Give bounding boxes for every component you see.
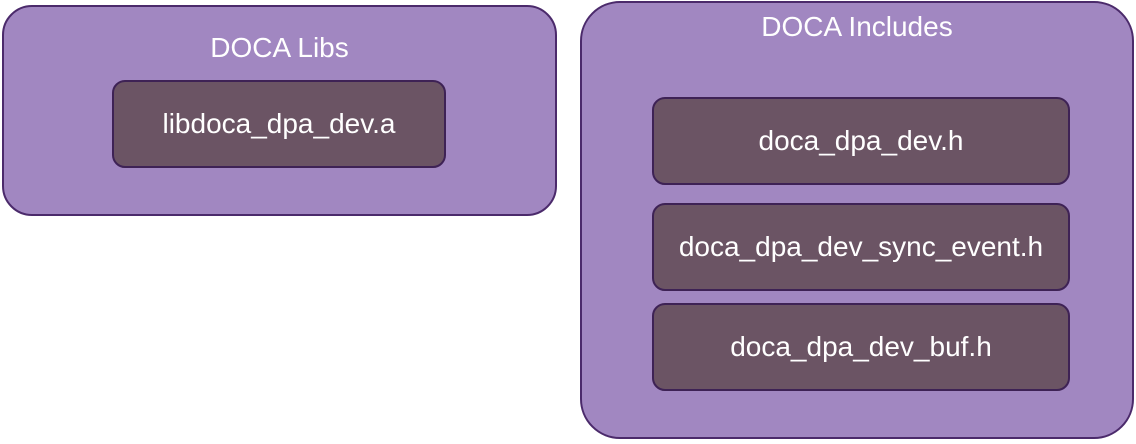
group-doca-libs: DOCA Libs libdoca_dpa_dev.a — [2, 5, 557, 216]
group-doca-includes-title: DOCA Includes — [761, 11, 953, 42]
node-doca-dpa-dev-sync-event-h: doca_dpa_dev_sync_event.h — [652, 203, 1070, 291]
node-doca-dpa-dev-buf-h: doca_dpa_dev_buf.h — [652, 303, 1070, 391]
group-doca-includes: DOCA Includes doca_dpa_dev.h doca_dpa_de… — [580, 1, 1134, 439]
node-doca-dpa-dev-h: doca_dpa_dev.h — [652, 97, 1070, 185]
group-doca-libs-title: DOCA Libs — [210, 32, 349, 63]
node-libdoca-dpa-dev-a: libdoca_dpa_dev.a — [112, 80, 446, 168]
